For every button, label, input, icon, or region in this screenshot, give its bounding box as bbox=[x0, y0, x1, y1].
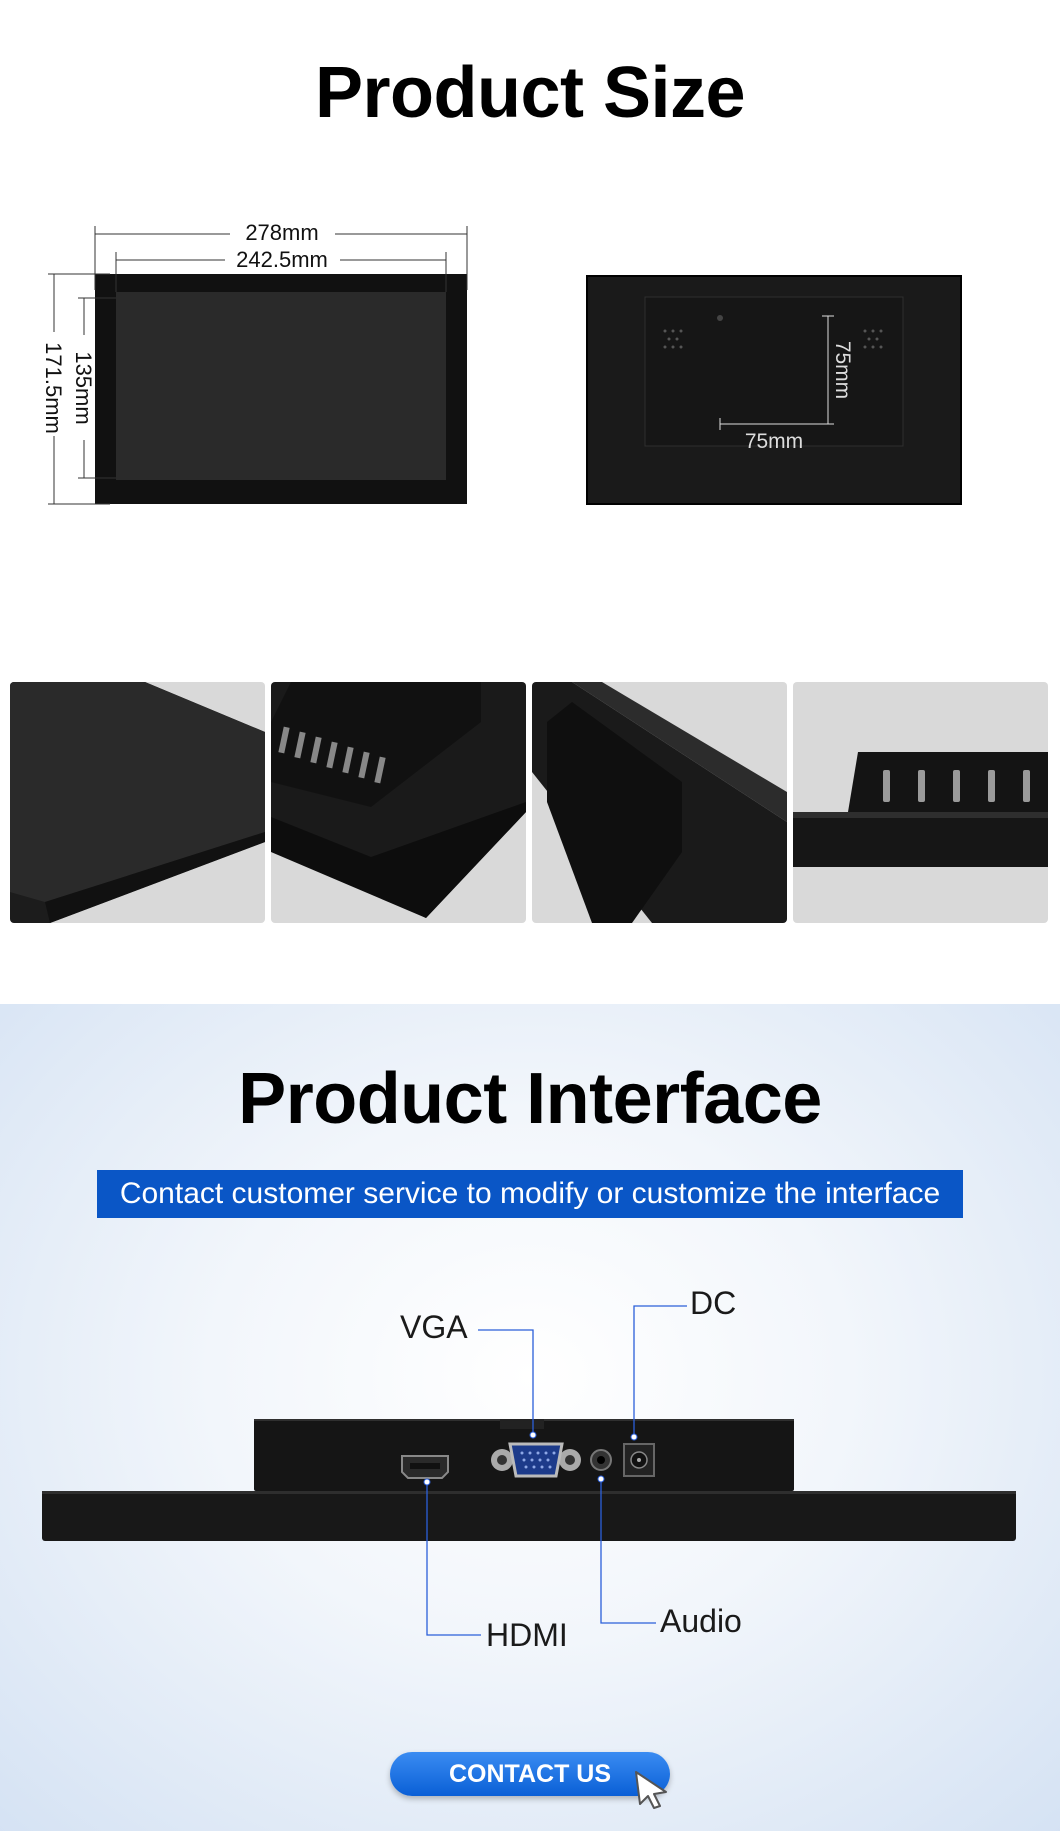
customize-interface-banner: Contact customer service to modify or cu… bbox=[97, 1170, 963, 1218]
hdmi-port bbox=[401, 1455, 449, 1479]
photo-front-angle bbox=[10, 682, 265, 923]
photo-side-ports bbox=[532, 682, 787, 923]
monitor-bottom-view bbox=[42, 1419, 1016, 1541]
product-size-title: Product Size bbox=[314, 53, 746, 133]
hdmi-label: HDMI bbox=[486, 1617, 568, 1653]
size-diagram: 278mm 242.5mm 135mm 171.5mm bbox=[41, 220, 962, 505]
vga-port bbox=[491, 1419, 581, 1478]
outer-width-label: 278mm bbox=[245, 220, 318, 245]
port-diagram bbox=[42, 1305, 1016, 1636]
contact-us-button[interactable]: CONTACT US bbox=[390, 1752, 670, 1796]
audio-label: Audio bbox=[660, 1603, 742, 1639]
outer-height-label: 171.5mm bbox=[41, 342, 66, 434]
screen-height-label: 135mm bbox=[71, 351, 96, 424]
vga-label: VGA bbox=[400, 1309, 468, 1345]
photo-side-vents bbox=[793, 682, 1048, 923]
dc-port bbox=[623, 1443, 655, 1477]
vesa-horizontal-label: 75mm bbox=[745, 430, 803, 453]
photo-back-vents bbox=[271, 682, 526, 923]
front-view-monitor bbox=[95, 274, 467, 504]
audio-port bbox=[590, 1449, 612, 1471]
product-photo-gallery bbox=[10, 682, 1050, 923]
product-size-section: Product Size bbox=[10, 53, 1050, 923]
back-view-monitor bbox=[586, 275, 962, 505]
screen-width-label: 242.5mm bbox=[236, 247, 328, 272]
leader-lines bbox=[426, 1305, 687, 1636]
cursor-arrow-icon bbox=[635, 1771, 667, 1809]
vesa-vertical-label: 75mm bbox=[831, 341, 854, 399]
product-interface-title: Product Interface bbox=[238, 1059, 822, 1139]
product-interface-section: Product Interface Contact customer servi… bbox=[0, 1004, 1060, 1831]
dc-label: DC bbox=[690, 1285, 737, 1321]
width-dimension-lines bbox=[48, 226, 468, 505]
